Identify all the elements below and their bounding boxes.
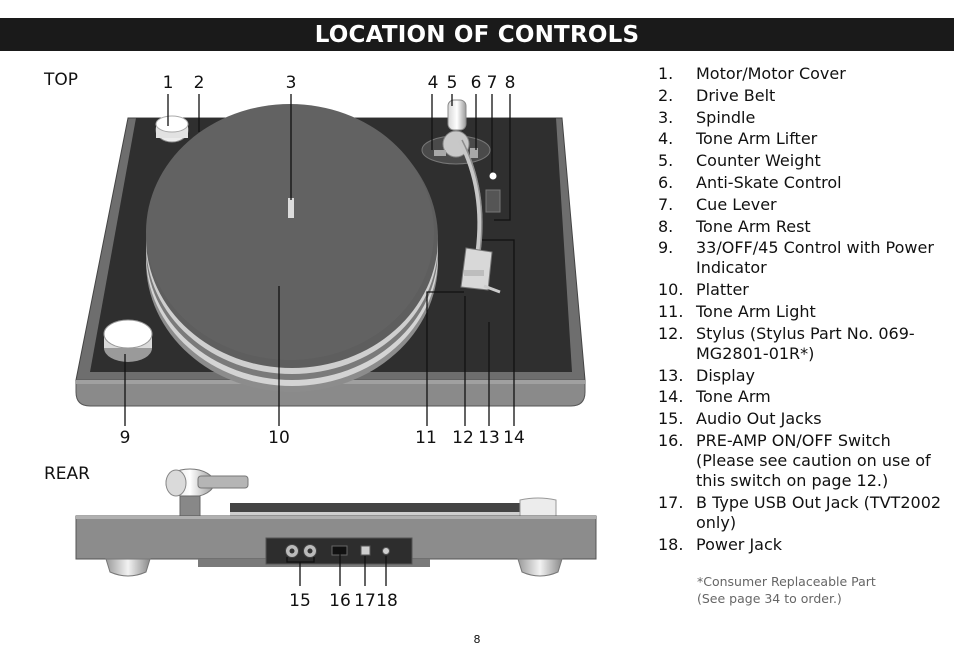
top-view-turntable: 1 2 3 4 5 6 7 8 9 10 11 12 13 14 xyxy=(75,73,586,448)
callout-12: 12 xyxy=(452,428,474,448)
platter-drawing xyxy=(146,104,438,392)
rear-section-label: REAR xyxy=(44,464,90,484)
legend-text: PRE-AMP ON/OFF Switch (Please see cautio… xyxy=(696,430,931,490)
legend-item: 11. Tone Arm Light xyxy=(658,302,948,322)
speed-knob-drawing xyxy=(103,319,153,362)
tone-arm-drawing xyxy=(421,99,501,294)
top-section-label: TOP xyxy=(44,70,79,90)
legend-number: 5. xyxy=(658,151,674,171)
legend-item: 2. Drive Belt xyxy=(658,86,948,106)
legend-item: 17. B Type USB Out Jack (TVT2002 only) xyxy=(658,493,948,533)
legend-item: 15. Audio Out Jacks xyxy=(658,409,948,429)
legend-item: 5. Counter Weight xyxy=(658,151,948,171)
legend-item: 8. Tone Arm Rest xyxy=(658,217,948,237)
callout-5: 5 xyxy=(447,73,458,93)
legend-number: 1. xyxy=(658,64,674,83)
legend-number: 2. xyxy=(658,85,674,105)
legend-number: 17. xyxy=(658,492,684,512)
legend-text: 33/OFF/45 Control with Power Indicator xyxy=(696,238,934,278)
page-title: LOCATION OF CONTROLS xyxy=(314,21,640,48)
callout-13: 13 xyxy=(478,428,500,448)
callout-10: 10 xyxy=(268,428,290,448)
legend-text: Tone Arm Rest xyxy=(696,216,811,236)
callout-16: 16 xyxy=(329,591,351,611)
callout-2: 2 xyxy=(194,73,205,93)
legend-item: 9. 33/OFF/45 Control with Power Indicator xyxy=(658,238,948,278)
footnote-line-1: *Consumer Replaceable Part xyxy=(697,574,876,589)
legend-number: 14. xyxy=(658,387,684,407)
legend-number: 10. xyxy=(658,280,684,300)
legend-item: 1. Motor/Motor Cover xyxy=(658,64,948,84)
legend-number: 6. xyxy=(658,172,674,192)
legend-text: Counter Weight xyxy=(696,151,821,171)
callout-9: 9 xyxy=(120,428,131,448)
callout-3: 3 xyxy=(286,73,297,93)
legend-text: Stylus (Stylus Part No. 069-MG2801-01R*) xyxy=(696,323,915,363)
legend-text: Cue Lever xyxy=(696,194,777,214)
legend-item: 4. Tone Arm Lifter xyxy=(658,129,948,149)
legend-item: 14. Tone Arm xyxy=(658,387,948,407)
legend-text: Display xyxy=(696,365,755,385)
legend-number: 4. xyxy=(658,129,674,149)
spindle-drawing xyxy=(288,198,294,218)
legend-number: 18. xyxy=(658,534,684,554)
legend-text: Tone Arm Light xyxy=(696,301,816,321)
callout-6: 6 xyxy=(471,73,482,93)
legend-item: 18. Power Jack xyxy=(658,535,948,555)
footnote: *Consumer Replaceable Part (See page 34 … xyxy=(697,573,876,607)
legend-number: 15. xyxy=(658,409,684,429)
callout-11: 11 xyxy=(415,428,437,448)
legend-text: B Type USB Out Jack (TVT2002 only) xyxy=(696,492,942,532)
legend-text: Power Jack xyxy=(696,534,783,554)
legend-text: Tone Arm Lifter xyxy=(696,129,818,149)
rear-view-turntable xyxy=(75,468,597,577)
legend-text: Spindle xyxy=(696,107,756,127)
legend-number: 12. xyxy=(658,323,684,343)
controls-legend: 1. Motor/Motor Cover 2. Drive Belt 3. Spind… xyxy=(658,64,948,556)
footnote-line-2: (See page 34 to order.) xyxy=(697,591,842,606)
legend-number: 3. xyxy=(658,107,674,127)
legend-item: 13. Display xyxy=(658,366,948,386)
rear-leader-lines xyxy=(286,552,387,586)
legend-number: 8. xyxy=(658,216,674,236)
legend-text: Drive Belt xyxy=(696,85,776,105)
callout-15: 15 xyxy=(289,591,311,611)
legend-number: 7. xyxy=(658,194,674,214)
callout-1: 1 xyxy=(163,73,174,93)
legend-item: 6. Anti-Skate Control xyxy=(658,173,948,193)
callout-4: 4 xyxy=(428,73,439,93)
legend-text: Tone Arm xyxy=(696,387,771,407)
legend-text: Audio Out Jacks xyxy=(696,409,822,429)
legend-number: 9. xyxy=(658,238,674,258)
top-leader-lines xyxy=(124,94,515,426)
motor-cover-drawing xyxy=(155,115,189,143)
legend-text: Anti-Skate Control xyxy=(696,172,842,192)
legend-text: Platter xyxy=(696,280,749,300)
page-number: 8 xyxy=(473,633,481,646)
callout-18: 18 xyxy=(376,591,398,611)
legend-item: 7. Cue Lever xyxy=(658,195,948,215)
legend-item: 12. Stylus (Stylus Part No. 069-MG2801-01… xyxy=(658,324,948,364)
legend-number: 13. xyxy=(658,365,684,385)
callout-14: 14 xyxy=(503,428,525,448)
header-banner: LOCATION OF CONTROLS xyxy=(0,18,954,51)
legend-number: 16. xyxy=(658,430,684,450)
legend-item: 10. Platter xyxy=(658,280,948,300)
legend-item: 3. Spindle xyxy=(658,108,948,128)
legend-number: 11. xyxy=(658,301,684,321)
legend-item: 16. PRE-AMP ON/OFF Switch (Please see cau… xyxy=(658,431,948,491)
callout-8: 8 xyxy=(505,73,516,93)
legend-text: Motor/Motor Cover xyxy=(696,64,846,83)
callout-17: 17 xyxy=(354,591,376,611)
callout-7: 7 xyxy=(487,73,498,93)
